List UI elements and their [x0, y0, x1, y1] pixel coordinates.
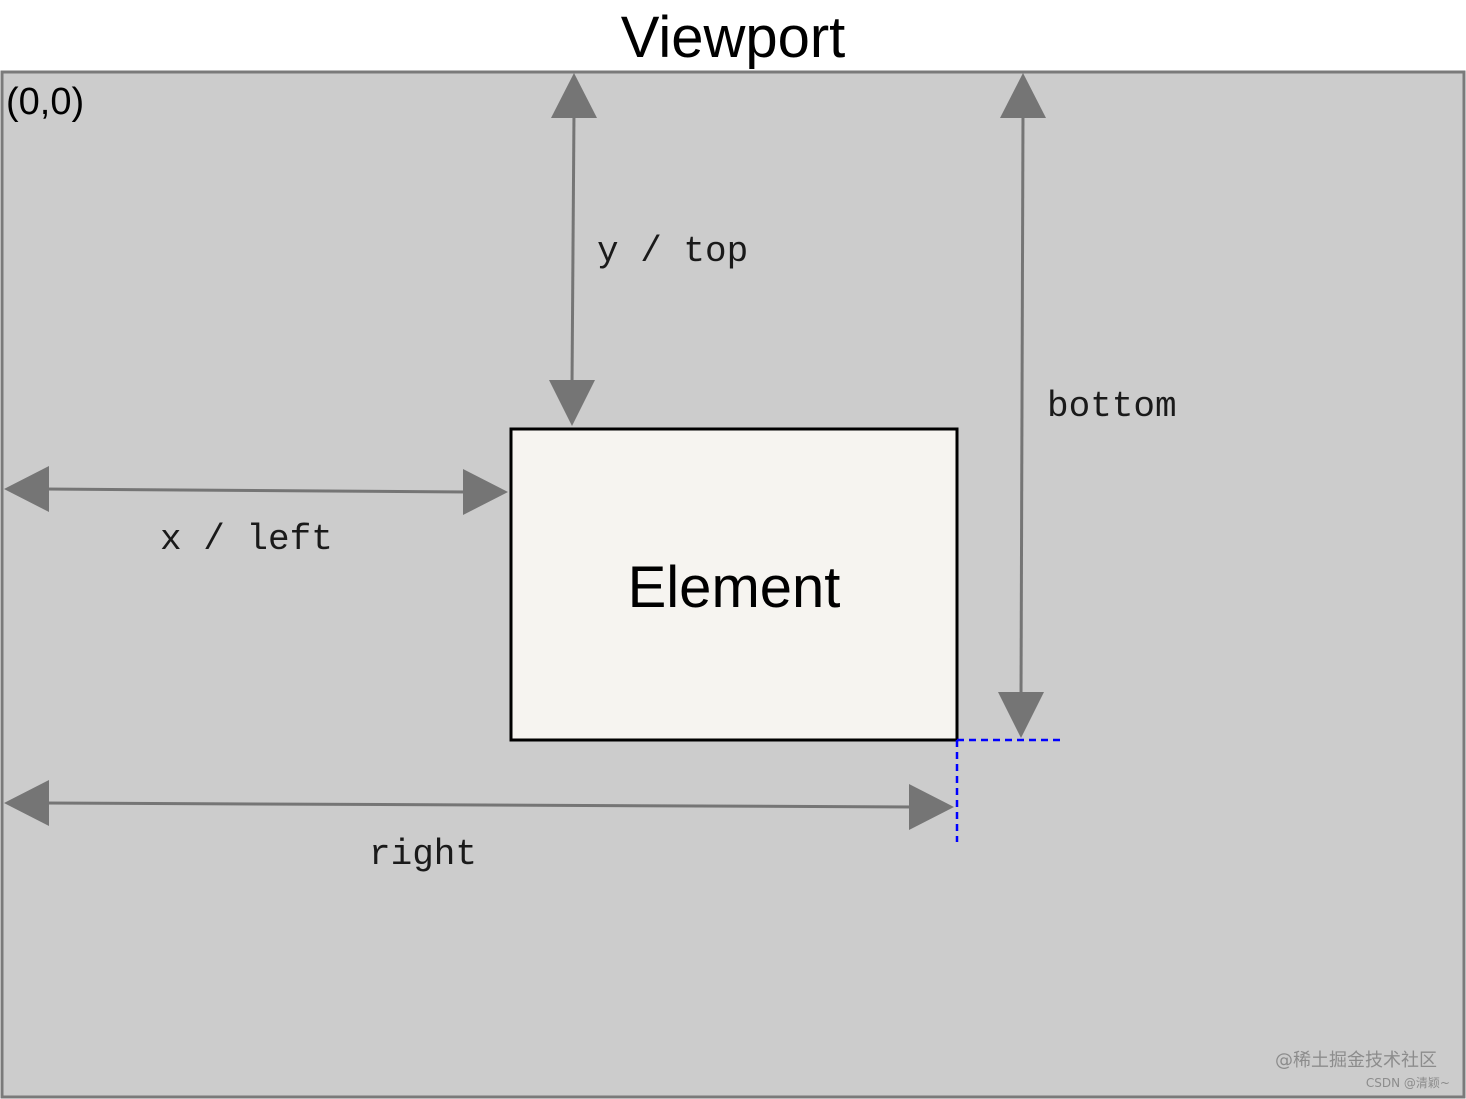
bottom-arrow-head-up: [1000, 73, 1046, 118]
x-left-arrow-head-left: [4, 466, 49, 512]
bottom-arrow-shaft: [1019, 111, 1025, 699]
watermark-main: @稀土掘金技术社区: [1275, 1050, 1437, 1071]
corner-guides: [955, 738, 1060, 842]
bottom-label: bottom: [1047, 386, 1177, 427]
right-arrow-head-left: [4, 780, 49, 826]
right-arrow-head-right: [909, 784, 954, 830]
x-left-arrow: [4, 466, 508, 515]
right-arrow-shaft: [43, 801, 915, 809]
right-arrow: [4, 780, 954, 830]
y-top-arrow-shaft: [570, 111, 576, 387]
y-top-label: y / top: [597, 231, 748, 272]
right-label: right: [369, 834, 477, 875]
bottom-arrow: [998, 73, 1046, 738]
y-top-arrow: [549, 73, 597, 426]
bottom-arrow-head-down: [998, 692, 1044, 738]
element-label: Element: [628, 555, 841, 620]
x-left-arrow-head-right: [463, 469, 508, 515]
element-box: [509, 427, 959, 742]
y-top-arrow-head-up: [551, 73, 597, 118]
origin-label: (0,0): [6, 81, 84, 123]
y-top-arrow-head-down: [549, 380, 595, 426]
watermark-sub: CSDN @清颖~: [1366, 1076, 1450, 1090]
x-left-arrow-shaft: [43, 487, 469, 494]
viewport-title: Viewport: [621, 5, 846, 70]
x-left-label: x / left: [160, 519, 333, 560]
